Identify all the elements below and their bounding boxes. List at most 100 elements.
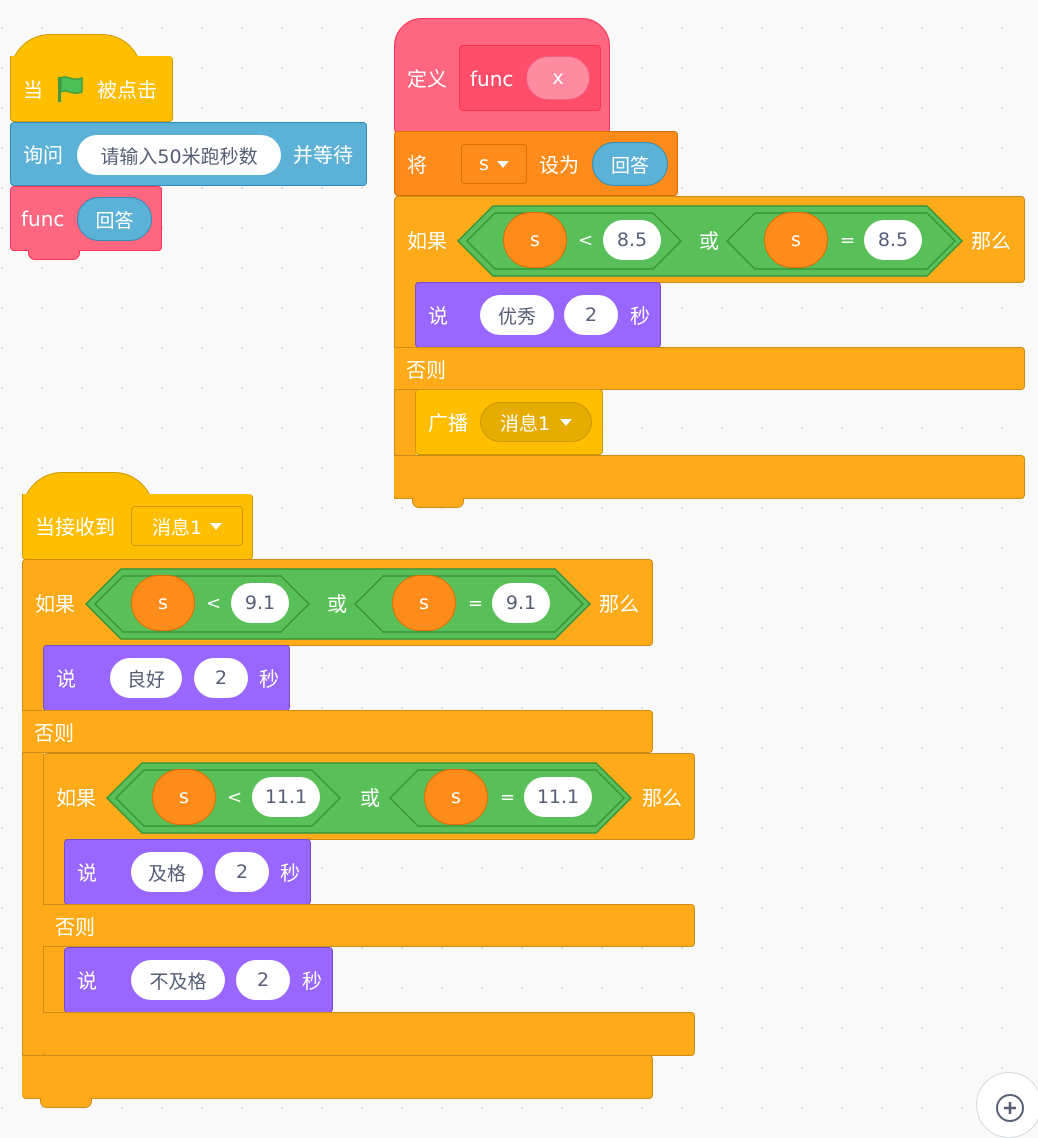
if-else-bottom [394,455,1025,499]
else-bar: 否则 [22,710,653,753]
block-bottom-notch [28,250,80,260]
broadcast-label: 广播 [428,411,468,435]
say-secs-input[interactable]: 2 [236,960,290,1000]
if-label: 如果 [407,229,447,253]
message-dropdown[interactable]: 消息1 [131,506,243,546]
else-label: 否则 [55,915,95,939]
say-unit-label: 秒 [302,969,322,993]
less-than-operator: < [206,593,222,614]
when-receive-block[interactable]: 当接收到 消息1 [22,494,253,560]
say-text-input[interactable]: 及格 [131,852,203,892]
else-bar: 否则 [43,904,695,947]
variable-s-reporter[interactable]: s [424,769,488,825]
say-label: 说 [77,969,97,993]
chevron-down-icon [560,418,573,426]
if-else-bottom [22,1055,653,1099]
or-label: 或 [327,592,347,616]
compare-value-input[interactable]: 11.1 [252,777,320,817]
param-x-reporter[interactable]: x [526,56,590,100]
zoom-in-icon [995,1093,1025,1123]
define-label: 定义 [407,67,447,91]
func-call-name: func [21,207,65,231]
say-unit-label: 秒 [259,667,279,691]
chevron-down-icon [496,160,509,168]
say-for-secs-block[interactable]: 说 及格 2 秒 [64,839,311,905]
set-label: 将 [407,153,427,177]
compare-value-input[interactable]: 9.1 [231,583,289,623]
say-secs-input[interactable]: 2 [564,295,618,335]
hat-when-label: 当 [23,78,43,102]
say-label: 说 [77,861,97,885]
func-call-block[interactable]: func 回答 [10,186,162,251]
script-when-flag-clicked[interactable]: 当 被点击 询问 请输入50米跑秒数 并等待 func 回答 [0,0,380,270]
say-unit-label: 秒 [280,861,300,885]
else-bar: 否则 [394,347,1025,390]
then-label: 那么 [599,592,639,616]
chevron-down-icon [210,522,223,530]
say-label: 说 [56,667,76,691]
ask-label: 询问 [23,143,63,167]
compare-value-input[interactable]: 8.5 [864,220,922,260]
define-prototype[interactable]: func x [459,45,601,111]
else-label: 否则 [34,721,74,745]
define-func-name: func [470,67,514,91]
variable-s-reporter[interactable]: s [131,575,195,631]
when-flag-clicked-block[interactable]: 当 被点击 [10,56,173,122]
message-dropdown-value: 消息1 [151,516,203,539]
say-for-secs-block[interactable]: 说 优秀 2 秒 [415,282,661,348]
when-receive-label: 当接收到 [35,515,115,539]
variable-s-reporter[interactable]: s [392,575,456,631]
block-bottom-notch [40,1098,92,1108]
say-for-secs-block[interactable]: 说 良好 2 秒 [43,645,290,711]
then-label: 那么 [971,229,1011,253]
nested-if-else-block[interactable]: 如果 s < 11.1 或 s = 11.1 那么 [43,753,695,840]
if-else-arm [394,282,416,499]
green-flag-icon [55,74,85,104]
say-text-input[interactable]: 优秀 [480,295,554,335]
script-when-receive[interactable]: 当接收到 消息1 如果 s < 9.1 或 s = 9.1 那么 说 良好 2 … [0,460,720,1120]
broadcast-message-value: 消息1 [499,412,551,435]
compare-value-input[interactable]: 11.1 [524,777,592,817]
if-else-block[interactable]: 如果 s < 8.5 或 s = 8.5 那么 [394,196,1025,283]
set-variable-block[interactable]: 将 s 设为 回答 [394,131,678,196]
say-unit-label: 秒 [630,304,650,328]
variable-dropdown-value: s [479,153,489,175]
define-block[interactable]: 定义 func x [394,18,610,133]
equals-operator: = [468,593,484,614]
equals-operator: = [840,230,856,251]
or-label: 或 [699,229,719,253]
less-than-operator: < [578,230,594,251]
hat-clicked-label: 被点击 [97,78,157,102]
answer-reporter[interactable]: 回答 [77,197,152,241]
or-label: 或 [360,786,380,810]
compare-value-input[interactable]: 8.5 [603,220,661,260]
then-label: 那么 [642,786,682,810]
ask-question-input[interactable]: 请输入50米跑秒数 [77,135,281,175]
answer-reporter[interactable]: 回答 [592,142,668,186]
if-else-block[interactable]: 如果 s < 9.1 或 s = 9.1 那么 [22,559,653,646]
say-for-secs-block[interactable]: 说 不及格 2 秒 [64,947,333,1013]
broadcast-block[interactable]: 广播 消息1 [415,389,603,455]
block-bottom-notch [412,498,464,508]
say-text-input[interactable]: 不及格 [131,960,225,1000]
zoom-in-button[interactable] [976,1072,1038,1138]
variable-s-reporter[interactable]: s [503,212,567,268]
else-label: 否则 [406,358,446,382]
variable-dropdown[interactable]: s [461,144,527,184]
variable-s-reporter[interactable]: s [764,212,828,268]
if-label: 如果 [56,786,96,810]
script-define-func[interactable]: 定义 func x 将 s 设为 回答 如果 s < 8.5 或 s = 8.5… [0,0,1038,520]
say-secs-input[interactable]: 2 [194,658,248,698]
compare-value-input[interactable]: 9.1 [492,583,550,623]
broadcast-message-dropdown[interactable]: 消息1 [480,402,592,442]
say-text-input[interactable]: 良好 [110,658,182,698]
say-secs-input[interactable]: 2 [215,852,269,892]
variable-s-reporter[interactable]: s [152,769,216,825]
ask-suffix-label: 并等待 [293,143,353,167]
set-to-label: 设为 [539,153,579,177]
ask-and-wait-block[interactable]: 询问 请输入50米跑秒数 并等待 [10,122,367,186]
corner-decoration [974,0,1038,4]
if-label: 如果 [35,592,75,616]
if-else-arm [22,645,44,1095]
equals-operator: = [500,787,516,808]
